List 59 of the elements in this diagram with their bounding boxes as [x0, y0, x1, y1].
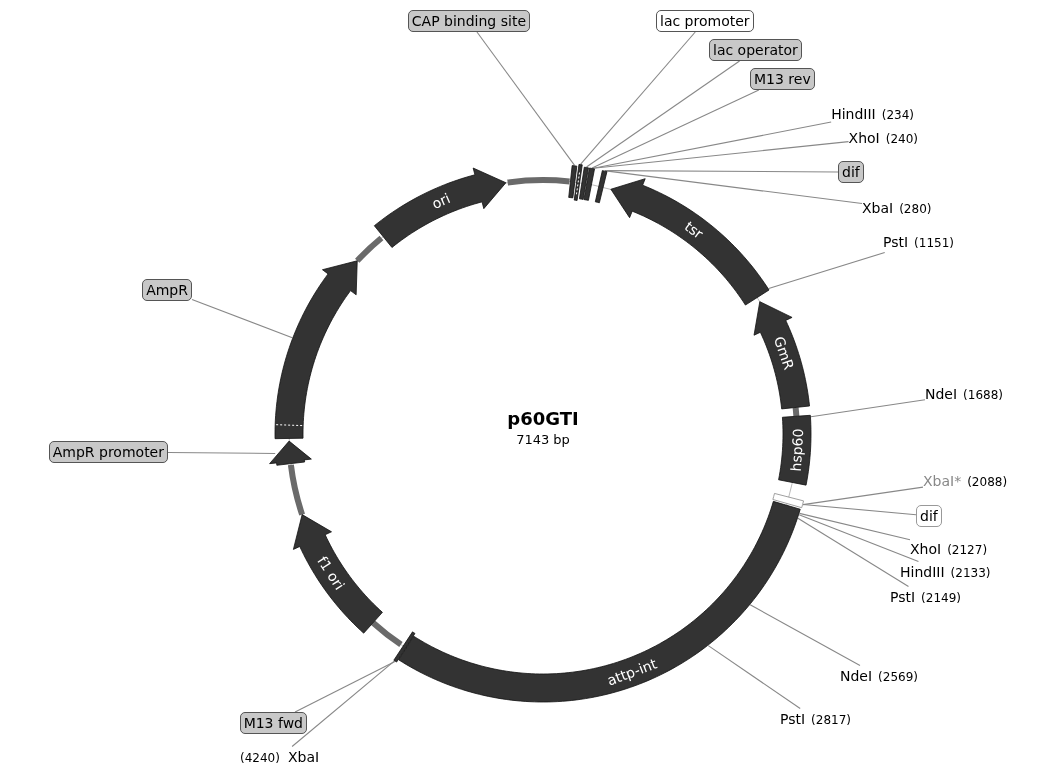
feature-label: lac promoter	[656, 10, 754, 32]
leader-line	[768, 251, 886, 290]
cut-position: (2569)	[878, 669, 918, 684]
leader-line	[802, 503, 917, 516]
leader-line	[810, 399, 926, 418]
feature-label: dif	[916, 505, 942, 527]
enzyme-name: NdeI	[840, 667, 873, 684]
cut-position: (2127)	[947, 542, 988, 557]
leader-line	[592, 141, 850, 169]
enzyme-name: XhoI	[848, 129, 880, 146]
leader-line	[585, 60, 741, 168]
leader-line	[294, 661, 396, 713]
enzyme-name: XbaI*	[923, 472, 962, 489]
leader-line	[604, 170, 839, 173]
leader-line	[591, 89, 760, 169]
leader-line	[798, 514, 919, 563]
feature-label: M13 rev	[750, 68, 815, 90]
leader-line	[605, 170, 863, 205]
feature-label: M13 fwd	[239, 712, 307, 734]
plasmid-size: 7143 bp	[516, 432, 570, 447]
feature-label: dif	[838, 161, 864, 183]
enzyme-name: HindIII	[831, 105, 876, 122]
enzyme-name: XbaI	[862, 199, 894, 216]
cut-position: (2817)	[811, 712, 851, 727]
feature-name: ori	[429, 190, 453, 213]
enzyme-name: NdeI	[925, 385, 958, 402]
enzyme-name: PstI	[890, 588, 916, 605]
feature-name: f1 ori	[313, 553, 348, 593]
leader-line	[167, 451, 276, 454]
feature-label: lac operator	[709, 39, 802, 61]
feature-label: AmpR promoter	[48, 441, 168, 463]
leader-line	[580, 31, 696, 165]
enzyme-name: PstI	[780, 710, 806, 727]
feature-name: hsp60	[787, 427, 806, 472]
cut-position: (2149)	[921, 590, 961, 605]
cut-position: (4240)	[240, 750, 280, 765]
enzyme-name: PstI	[883, 233, 909, 250]
feature-label: CAP binding site	[407, 10, 530, 32]
leader-line	[291, 660, 395, 748]
leader-line	[707, 645, 801, 710]
cut-position: (234)	[881, 107, 914, 122]
cut-position: (280)	[899, 201, 932, 216]
feature-name: GmR	[770, 333, 797, 372]
enzyme-name: HindIII	[900, 563, 945, 580]
enzyme-name: XbaI	[287, 748, 320, 765]
cut-position: (2133)	[950, 565, 991, 580]
cut-position: (2088)	[967, 474, 1008, 489]
leader-line	[476, 31, 576, 166]
cut-position: (240)	[885, 131, 918, 146]
feature-name: tsr	[681, 217, 707, 242]
cut-position: (1688)	[963, 387, 1003, 402]
leader-line	[749, 604, 861, 667]
feature-label: AmpR	[142, 279, 192, 301]
leader-line	[191, 298, 293, 339]
cut-position: (1151)	[914, 235, 954, 250]
leader-line	[798, 512, 911, 541]
enzyme-name: XhoI	[910, 540, 942, 557]
leader-line	[797, 517, 910, 588]
plasmid-name: p60GTI	[507, 408, 579, 429]
